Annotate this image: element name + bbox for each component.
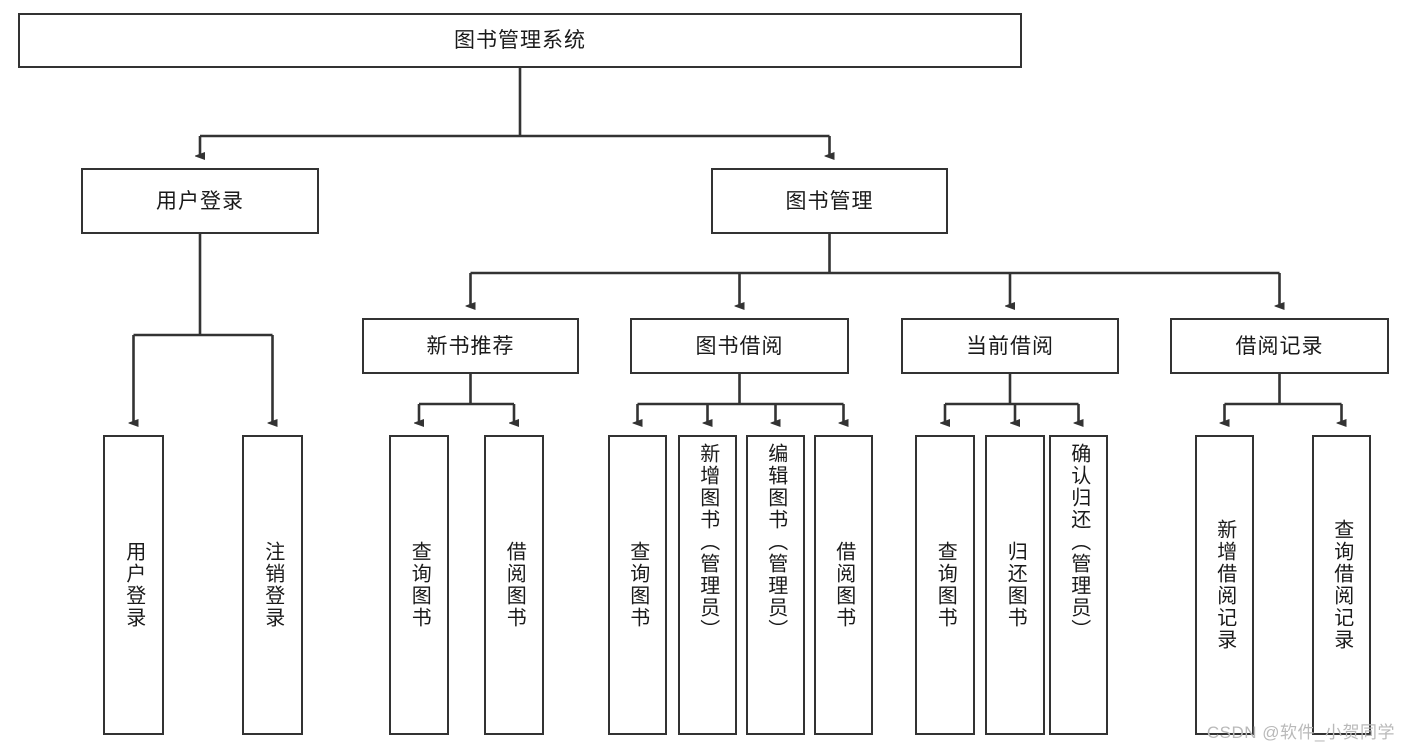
node-leaf-brw-edit[interactable]: 编辑图书（管理员） bbox=[746, 435, 805, 735]
node-leaf-cur-return[interactable]: 归还图书 bbox=[985, 435, 1045, 735]
node-label-leaf-cur-query: 查询图书 bbox=[934, 541, 957, 629]
node-label-leaf-cur-confirm: 确认归还（管理员） bbox=[1067, 443, 1090, 641]
node-leaf-user-login[interactable]: 用户登录 bbox=[103, 435, 164, 735]
node-user-login[interactable]: 用户登录 bbox=[81, 168, 319, 234]
node-leaf-cur-query[interactable]: 查询图书 bbox=[915, 435, 975, 735]
node-leaf-rec-search[interactable]: 查询借阅记录 bbox=[1312, 435, 1371, 735]
node-label-user-login: 用户登录 bbox=[156, 189, 244, 213]
node-leaf-brw-add[interactable]: 新增图书（管理员） bbox=[678, 435, 737, 735]
node-label-leaf-cur-return: 归还图书 bbox=[1004, 541, 1027, 629]
node-label-leaf-rec-query: 查询图书 bbox=[408, 541, 431, 629]
csdn-watermark: CSDN @软件_小贺同学 bbox=[1206, 723, 1395, 742]
node-label-leaf-rec-borrow: 借阅图书 bbox=[503, 541, 526, 629]
node-leaf-rec-add[interactable]: 新增借阅记录 bbox=[1195, 435, 1254, 735]
node-label-root: 图书管理系统 bbox=[454, 29, 586, 52]
node-leaf-cur-confirm[interactable]: 确认归还（管理员） bbox=[1049, 435, 1108, 735]
node-label-leaf-rec-search: 查询借阅记录 bbox=[1330, 519, 1353, 651]
node-label-book-borrow: 图书借阅 bbox=[695, 334, 784, 358]
node-current-borrow[interactable]: 当前借阅 bbox=[901, 318, 1119, 374]
node-leaf-rec-borrow[interactable]: 借阅图书 bbox=[484, 435, 544, 735]
node-label-leaf-user-login: 用户登录 bbox=[122, 541, 145, 629]
node-label-leaf-brw-query: 查询图书 bbox=[626, 541, 649, 629]
node-label-leaf-user-logout: 注销登录 bbox=[261, 541, 284, 629]
node-leaf-brw-query[interactable]: 查询图书 bbox=[608, 435, 667, 735]
node-label-borrow-record: 借阅记录 bbox=[1235, 334, 1324, 358]
node-label-leaf-brw-lend: 借阅图书 bbox=[832, 541, 855, 629]
node-leaf-rec-query[interactable]: 查询图书 bbox=[389, 435, 449, 735]
node-root[interactable]: 图书管理系统 bbox=[18, 13, 1022, 68]
node-label-leaf-rec-add: 新增借阅记录 bbox=[1213, 519, 1236, 651]
node-label-leaf-brw-edit: 编辑图书（管理员） bbox=[764, 443, 787, 641]
node-label-leaf-brw-add: 新增图书（管理员） bbox=[696, 443, 719, 641]
node-label-book-manage: 图书管理 bbox=[785, 189, 874, 213]
node-borrow-record[interactable]: 借阅记录 bbox=[1170, 318, 1389, 374]
node-book-manage[interactable]: 图书管理 bbox=[711, 168, 948, 234]
node-leaf-user-logout[interactable]: 注销登录 bbox=[242, 435, 303, 735]
node-label-current-borrow: 当前借阅 bbox=[966, 334, 1054, 358]
node-leaf-brw-lend[interactable]: 借阅图书 bbox=[814, 435, 873, 735]
node-book-borrow[interactable]: 图书借阅 bbox=[630, 318, 849, 374]
node-new-book-rec[interactable]: 新书推荐 bbox=[362, 318, 579, 374]
node-label-new-book-rec: 新书推荐 bbox=[426, 334, 515, 358]
